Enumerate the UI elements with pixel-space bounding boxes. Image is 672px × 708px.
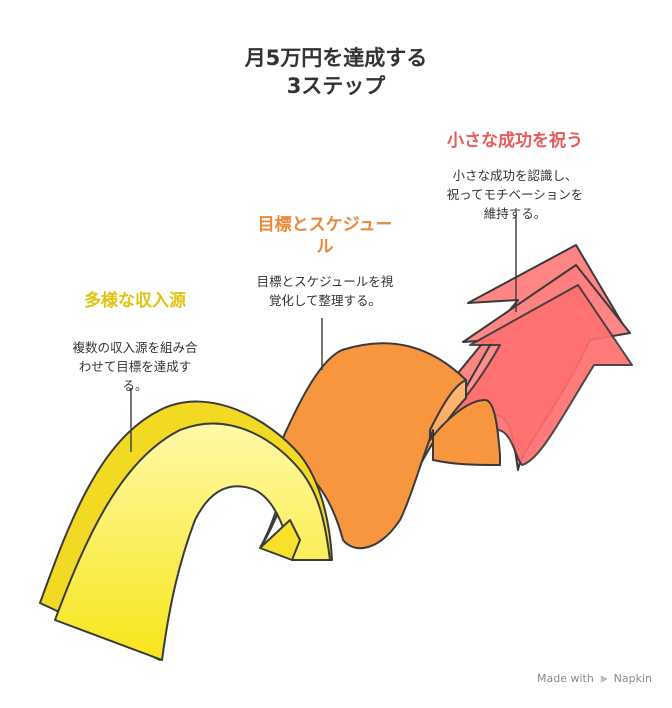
step2-title-line: 目標とスケジュー: [257, 215, 393, 235]
step1-desc-line: わせて目標を達成す: [78, 359, 192, 374]
step2-desc-line: 目標とスケジュールを視: [256, 274, 394, 289]
step1-title: 多様な収入源: [84, 291, 186, 311]
step2-title: 目標とスケジュー ル: [225, 214, 425, 258]
step2-desc-line: 覚化して整理する。: [268, 293, 382, 308]
diagram-title-line2: 3ステップ: [286, 74, 386, 98]
step1-description: 複数の収入源を組み合 わせて目標を達成す る。: [40, 338, 230, 395]
step2-title-line: ル: [316, 237, 334, 257]
diagram-title: 月5万円を達成する 3ステップ: [0, 44, 672, 100]
made-with-label: Made with: [537, 672, 594, 685]
napkin-logo-icon: ⫸: [600, 671, 608, 685]
napkin-brand-label: Napkin: [613, 672, 652, 685]
step1-desc-line: 複数の収入源を組み合: [72, 340, 198, 355]
step3-desc-line: 維持する。: [483, 206, 547, 221]
step3-title: 小さな成功を祝う: [447, 131, 583, 151]
step2-description: 目標とスケジュールを視 覚化して整理する。: [222, 272, 428, 310]
step1-desc-line: る。: [122, 378, 148, 393]
step3-desc-line: 祝ってモチベーションを: [446, 187, 584, 202]
diagram-title-line1: 月5万円を達成する: [244, 46, 428, 70]
napkin-branding[interactable]: Made with ⫸ Napkin: [537, 671, 652, 686]
yellow-ribbon-shape: [39, 400, 333, 661]
step3-desc-line: 小さな成功を認識し、: [452, 168, 578, 183]
step3-description: 小さな成功を認識し、 祝ってモチベーションを 維持する。: [415, 166, 615, 223]
